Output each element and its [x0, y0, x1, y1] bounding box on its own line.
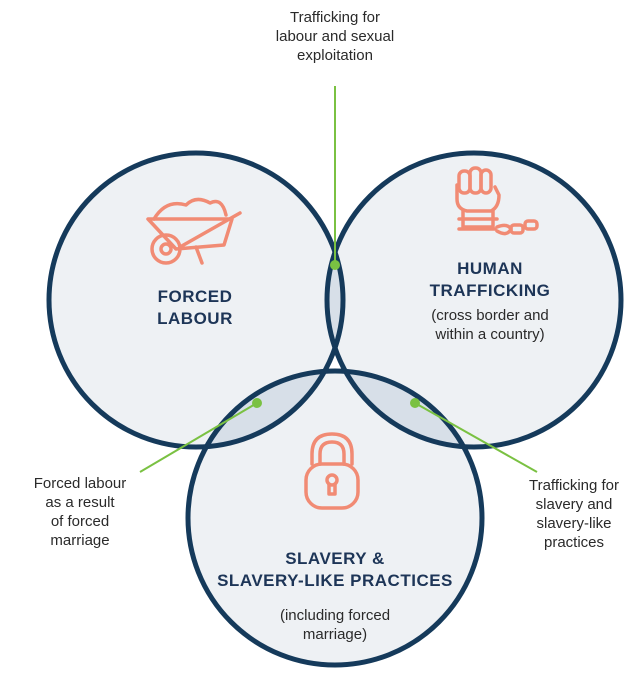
human-trafficking-title-line2: TRAFFICKING [429, 281, 551, 300]
trafficking-circle-fill [327, 153, 621, 447]
padlock-icon [304, 432, 360, 510]
human-trafficking-sub-line2: within a country) [435, 326, 545, 343]
forced-labour-title-line2: LABOUR [157, 309, 233, 328]
left-callout-line4: marriage [50, 532, 110, 549]
human-trafficking-title: HUMAN TRAFFICKING [400, 258, 580, 302]
right-callout-line1: Trafficking for [528, 477, 620, 494]
slavery-circle [185, 368, 485, 668]
left-callout: Forced labour as a result of forced marr… [10, 474, 150, 550]
slavery-title-line2: SLAVERY-LIKE PRACTICES [217, 571, 453, 590]
left-connector-line [139, 402, 258, 473]
top-callout-line2: labour and sexual [275, 28, 395, 45]
right-callout: Trafficking for slavery and slavery-like… [510, 476, 638, 552]
top-connector-dot [330, 260, 340, 270]
left-callout-line2: as a result [45, 494, 115, 511]
forced-labour-title-line1: FORCED [157, 287, 233, 306]
right-connector-line [414, 402, 538, 473]
human-trafficking-subtitle: (cross border and within a country) [400, 306, 580, 344]
wheelbarrow-icon [146, 197, 242, 265]
forced-labour-title: FORCED LABOUR [110, 286, 280, 330]
left-callout-line1: Forced labour [33, 475, 127, 492]
right-connector-dot [410, 398, 420, 408]
top-callout-line3: exploitation [297, 47, 373, 64]
human-trafficking-sub-line1: (cross border and [431, 307, 549, 324]
slavery-subtitle: (including forced marriage) [235, 606, 435, 644]
right-callout-line2: slavery and [535, 496, 613, 513]
trafficking-circle [324, 150, 624, 450]
forced-labour-circle [46, 150, 346, 450]
raised-fist-chain-icon [455, 166, 539, 236]
right-callout-line4: practices [543, 534, 605, 551]
slavery-sub-line2: marriage) [302, 626, 368, 643]
slavery-title-line1: SLAVERY & [285, 549, 385, 568]
right-callout-line3: slavery-like [536, 515, 612, 532]
slavery-title: SLAVERY & SLAVERY-LIKE PRACTICES [195, 548, 475, 592]
forced-labour-circle-fill [49, 153, 343, 447]
top-callout-line1: Trafficking for [289, 9, 381, 26]
human-trafficking-title-line1: HUMAN [457, 259, 523, 278]
left-connector-dot [252, 398, 262, 408]
top-callout: Trafficking for labour and sexual exploi… [235, 8, 435, 65]
slavery-circle-fill [188, 371, 482, 665]
left-callout-line3: of forced [50, 513, 110, 530]
slavery-sub-line1: (including forced [279, 607, 391, 624]
